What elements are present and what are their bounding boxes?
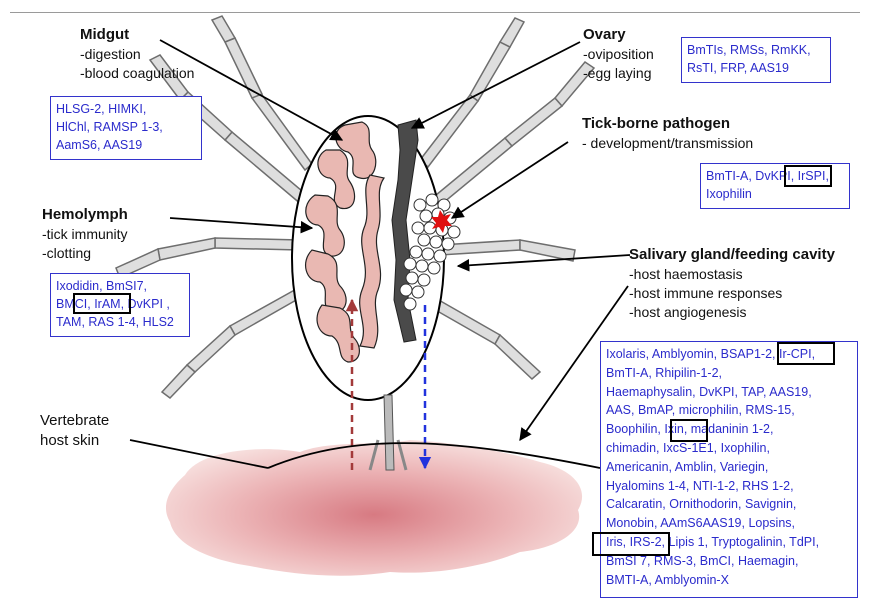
host-skin-label: Vertebrate host skin — [40, 411, 109, 451]
hemolymph-function: -tick immunity — [42, 225, 128, 244]
salivary-arrow — [458, 255, 630, 266]
midgut-function: -digestion — [80, 45, 194, 64]
molecule-line: BmTIs, RMSs, RmKK, — [687, 41, 825, 59]
highlight-iram — [73, 293, 131, 314]
molecule-line: chimadin, IxcS-1E1, Ixophilin, — [606, 439, 852, 458]
molecule-line: Monobin, AAmS6AAS19, Lopsins, — [606, 514, 852, 533]
host-skin-line: host skin — [40, 431, 109, 451]
molecule-line: Hyalomins 1-4, NTI-1-2, RHS 1-2, — [606, 477, 852, 496]
molecule-line: BMTI-A, Amblyomin-X — [606, 571, 852, 590]
salivary-function: -host angiogenesis — [629, 303, 835, 322]
salivary-title: Salivary gland/feeding cavity — [629, 245, 835, 265]
molecule-line: Calcaratin, Ornithodorin, Savignin, — [606, 495, 852, 514]
salivary-function: -host haemostasis — [629, 265, 835, 284]
ovary-function: -egg laying — [583, 64, 654, 83]
molecule-line: BmTI-A, Rhipilin-1-2, — [606, 364, 852, 383]
ovary-label: Ovary -oviposition -egg laying — [583, 25, 654, 83]
molecule-line: Ixophilin — [706, 185, 844, 203]
hemolymph-title: Hemolymph — [42, 205, 128, 225]
hemolymph-function: -clotting — [42, 244, 128, 263]
pathogen-title: Tick-borne pathogen — [582, 114, 753, 134]
pathogen-label: Tick-borne pathogen - development/transm… — [582, 114, 753, 153]
molecule-line: TAM, RAS 1-4, HLS2 — [56, 313, 184, 331]
molecule-line: HLSG-2, HIMKI, — [56, 100, 196, 118]
mouthparts — [384, 395, 394, 470]
molecule-line: RsTI, FRP, AAS19 — [687, 59, 825, 77]
pathogen-function: - development/transmission — [582, 134, 753, 153]
molecule-line: AAS, BmAP, microphilin, RMS-15, — [606, 401, 852, 420]
midgut-label: Midgut -digestion -blood coagulation — [80, 25, 194, 83]
molecule-line: Americanin, Amblin, Variegin, — [606, 458, 852, 477]
hemolymph-arrow — [170, 218, 312, 228]
hemolymph-label: Hemolymph -tick immunity -clotting — [42, 205, 128, 263]
molecule-line: Haemaphysalin, DvKPI, TAP, AAS19, — [606, 383, 852, 402]
molecule-line: HlChl, RAMSP 1-3, — [56, 118, 196, 136]
host-skin-line: Vertebrate — [40, 411, 109, 431]
ovary-title: Ovary — [583, 25, 654, 45]
midgut-function: -blood coagulation — [80, 64, 194, 83]
molecule-line: Boophilin, Ixin, madaninin 1-2, — [606, 420, 852, 439]
salivary-molecules-box: Ixolaris, Amblyomin, BSAP1-2, Ir-CPI, Bm… — [600, 341, 858, 598]
molecule-line: AamS6, AAS19 — [56, 136, 196, 154]
midgut-molecules-box: HLSG-2, HIMKI, HlChl, RAMSP 1-3, AamS6, … — [50, 96, 202, 160]
highlight-ir-cpi — [777, 342, 835, 365]
highlight-ixin — [670, 419, 708, 442]
salivary-function: -host immune responses — [629, 284, 835, 303]
highlight-iris-irs2 — [592, 532, 670, 556]
highlight-irspi — [784, 165, 832, 187]
ovary-function: -oviposition — [583, 45, 654, 64]
ovary-molecules-box: BmTIs, RMSs, RmKK, RsTI, FRP, AAS19 — [681, 37, 831, 83]
midgut-title: Midgut — [80, 25, 194, 45]
salivary-label: Salivary gland/feeding cavity -host haem… — [629, 245, 835, 322]
